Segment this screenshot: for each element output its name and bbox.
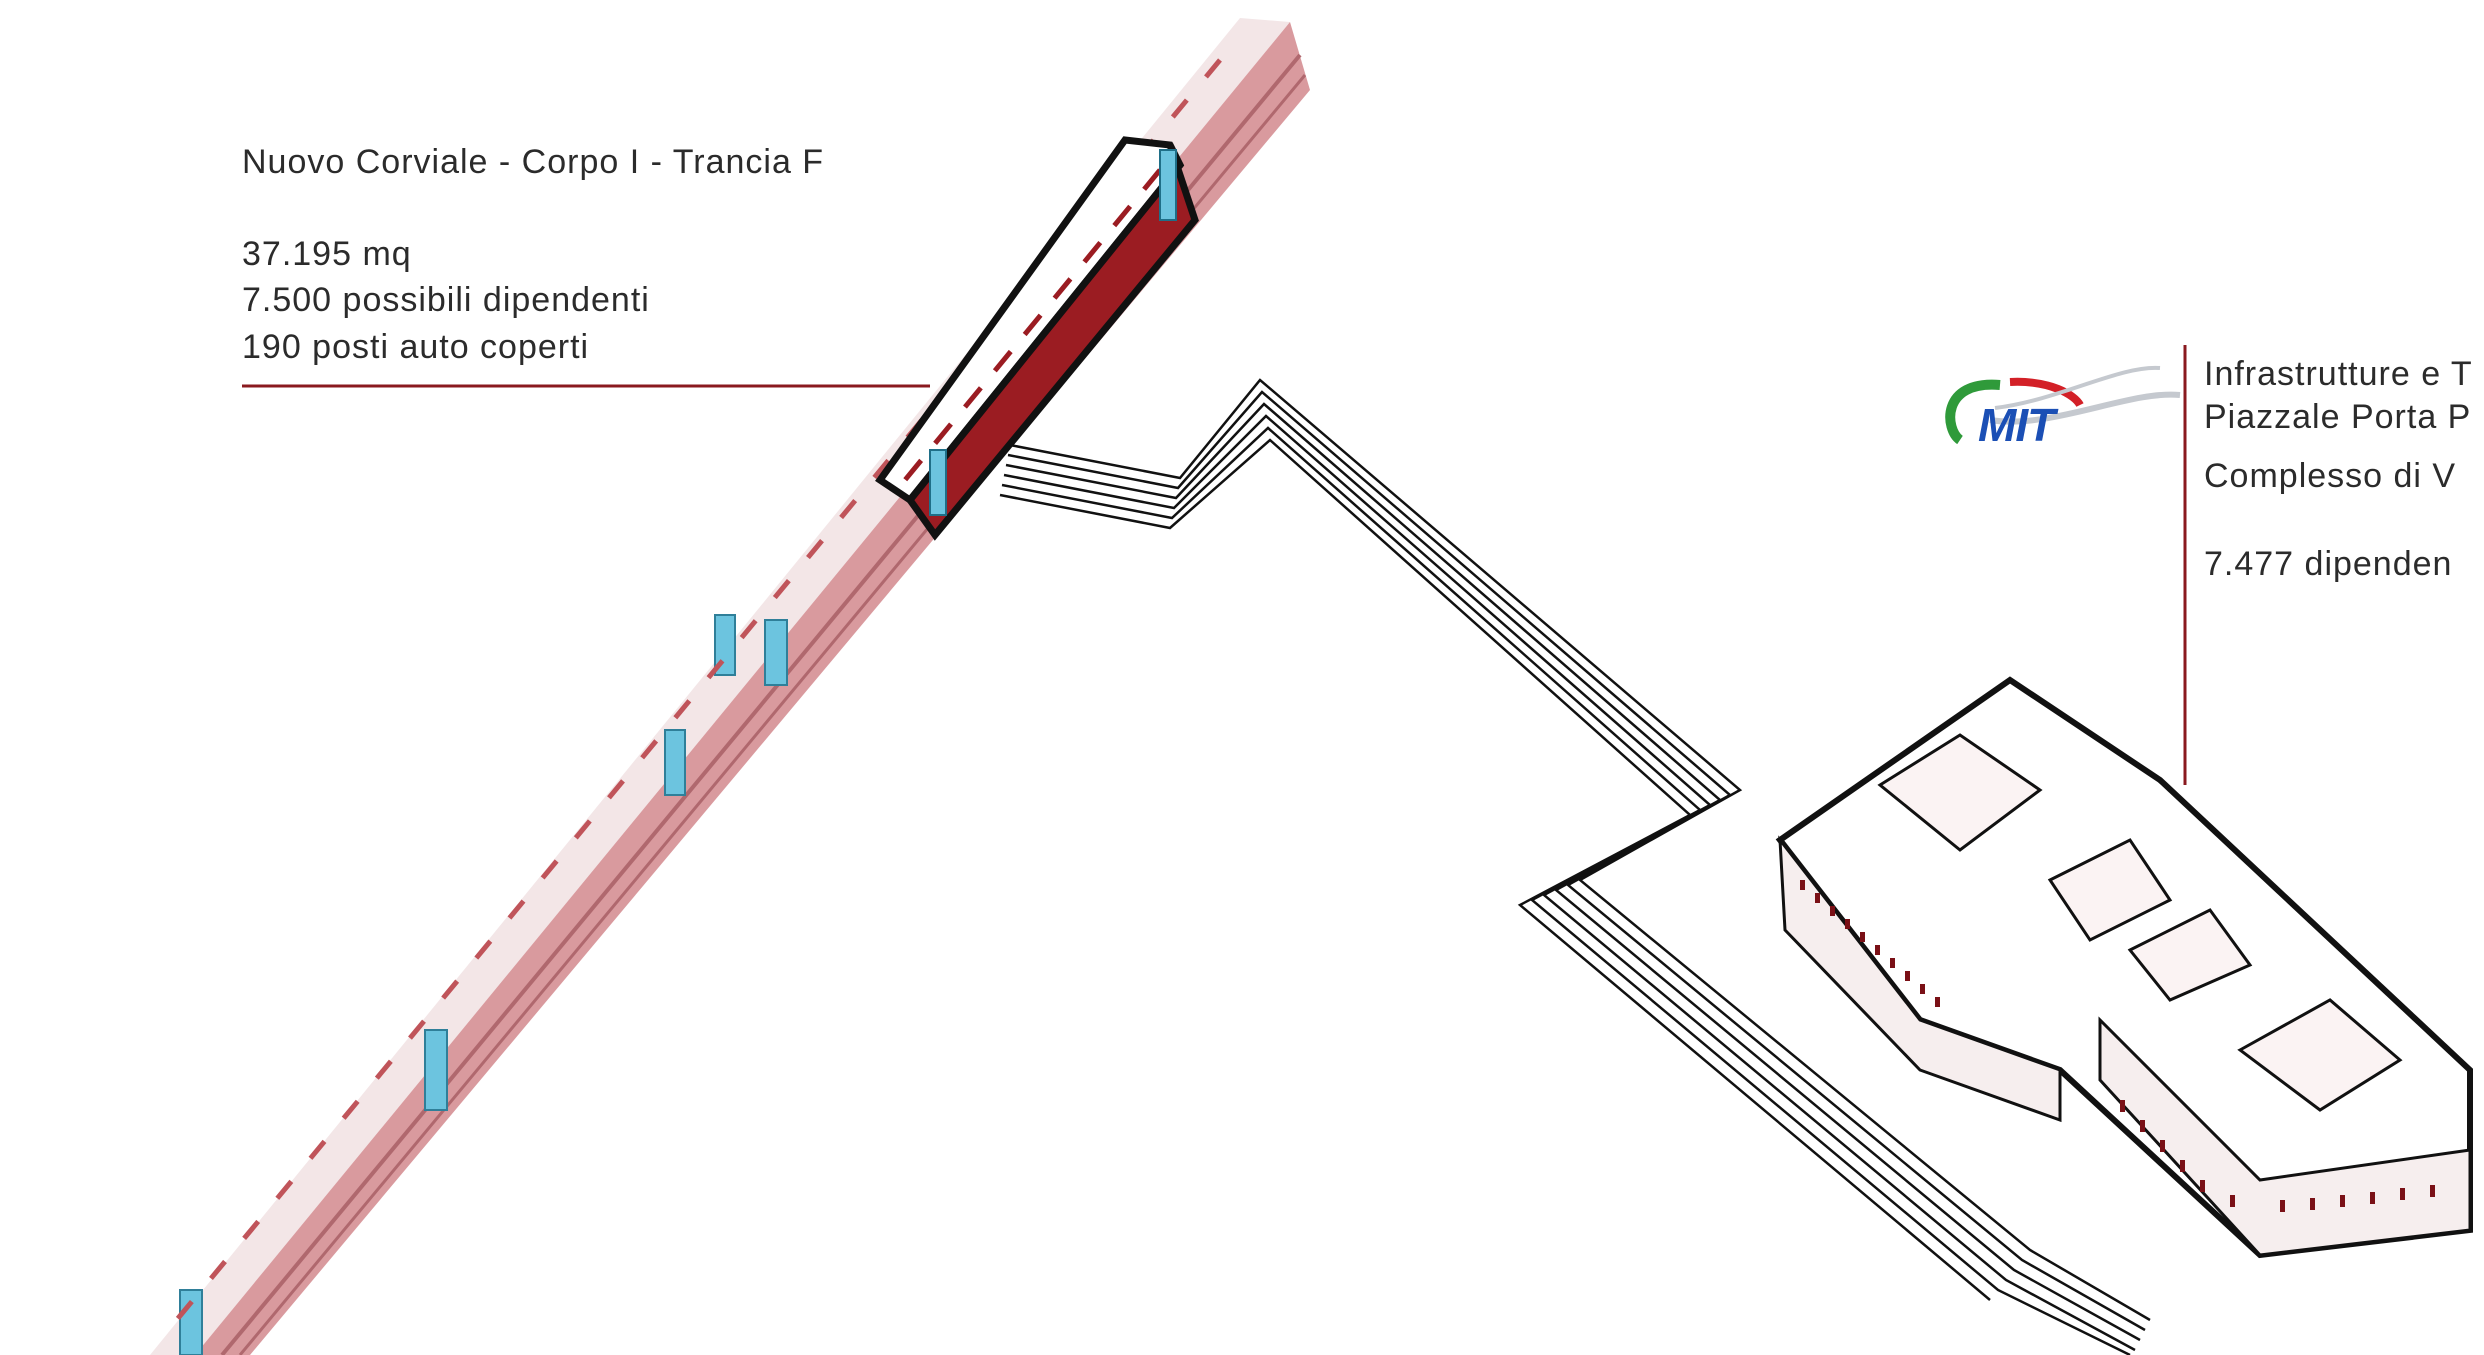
corviale-employees: 7.500 possibili dipendenti xyxy=(242,281,650,319)
corviale-parking: 190 posti auto coperti xyxy=(242,328,590,366)
mit-facade-left xyxy=(1778,835,2062,1123)
trancia-f-highlight xyxy=(875,136,1199,541)
mit-employees: 7.477 dipenden xyxy=(2204,545,2453,583)
mit-facade-front xyxy=(2098,1016,2472,1257)
mit-building xyxy=(1775,676,2473,1259)
mit-complex: Complesso di V xyxy=(2204,457,2457,495)
mit-logo xyxy=(1945,365,2181,445)
corviale-title: Nuovo Corviale - Corpo I - Trancia F xyxy=(242,143,825,181)
connection-lines xyxy=(999,378,2151,1355)
mit-logo-text: MIT xyxy=(1978,399,2055,451)
corviale-area: 37.195 mq xyxy=(242,235,412,273)
mit-line1: Infrastrutture e T xyxy=(2204,355,2473,393)
mit-line2: Piazzale Porta P xyxy=(2204,398,2472,436)
